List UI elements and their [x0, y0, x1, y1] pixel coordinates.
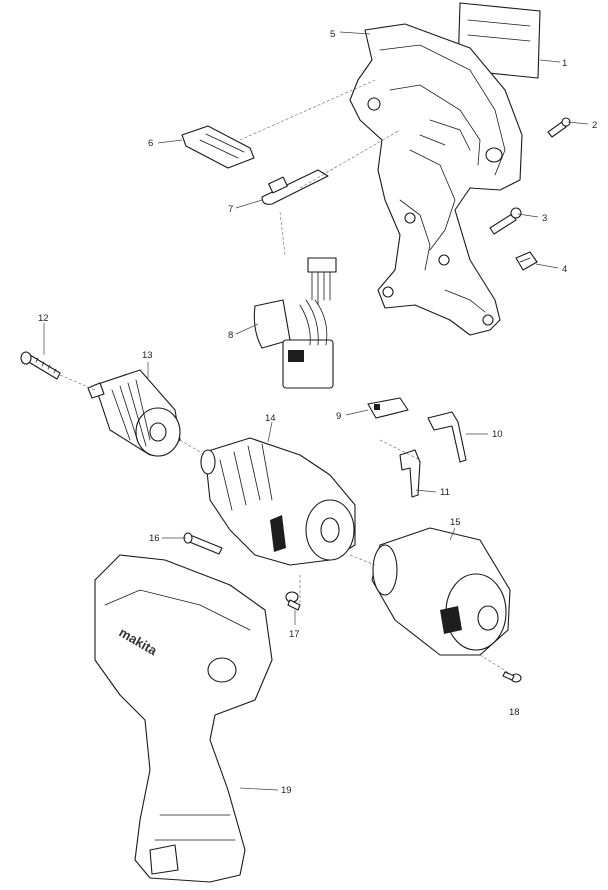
housing-right-half-part: [349, 23, 523, 336]
gear-assembly-part: [200, 437, 356, 566]
brush-holder-part: [367, 397, 409, 419]
terminal-part: [399, 449, 421, 498]
housing-left-half-part: makita: [94, 554, 273, 883]
drill-chuck-part: [87, 369, 181, 457]
motor-screw-part: [502, 671, 522, 683]
left-hand-screw-part: [20, 351, 61, 380]
gear-screw-part: [183, 532, 223, 555]
part-label-12: 12: [38, 313, 49, 324]
screw-part: [547, 117, 571, 138]
part-label-13: 13: [142, 350, 153, 361]
part-label-3: 3: [542, 213, 547, 224]
part-label-19: 19: [281, 785, 292, 796]
part-label-2: 2: [592, 120, 597, 131]
part-label-14: 14: [265, 413, 276, 424]
switch-cover-part: [181, 125, 255, 169]
reversing-lever-part: [261, 169, 329, 205]
part-label-4: 4: [562, 264, 567, 275]
part-label-5: 5: [330, 29, 335, 40]
screw-part: [489, 207, 522, 235]
part-label-9: 9: [336, 411, 341, 422]
part-label-11: 11: [440, 487, 450, 498]
part-label-8: 8: [228, 330, 233, 341]
part-label-16: 16: [149, 533, 160, 544]
assembly-dashed-lines: [59, 79, 513, 676]
part-label-6: 6: [148, 138, 153, 149]
part-label-17: 17: [289, 629, 300, 640]
dc-motor-part: [371, 527, 511, 656]
part-number-labels: 1 2 3 4 5 6 7 8 9 10 11 12 13 14 15 16 1…: [38, 29, 597, 796]
terminal-strip-part: [427, 411, 467, 463]
leader-lines: [43, 31, 589, 791]
trigger-switch-part: [253, 257, 337, 389]
small-screw-part: [285, 591, 301, 611]
part-label-7: 7: [228, 204, 233, 215]
part-label-10: 10: [492, 429, 503, 440]
part-label-15: 15: [450, 517, 461, 528]
spring-clip-part: [515, 251, 538, 271]
part-label-1: 1: [562, 58, 567, 69]
part-label-18: 18: [509, 707, 520, 718]
